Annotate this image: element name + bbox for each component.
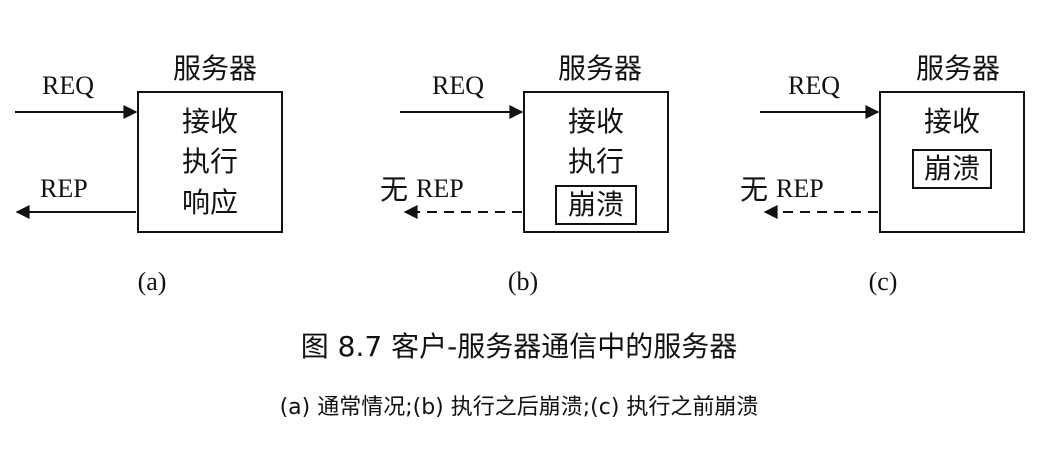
panel-tag: (c) — [869, 267, 898, 296]
panel-a: 服务器 REQ 接收 执行 响应 REP (a) — [15, 52, 283, 296]
server-box — [523, 91, 669, 233]
req-label: REQ — [788, 71, 840, 100]
crash-frame — [912, 149, 992, 189]
panel-b: 服务器 REQ 接收 执行 崩溃 无 REP (b) — [380, 52, 669, 296]
rep-label: REP — [776, 174, 824, 203]
req-label: REQ — [42, 71, 94, 100]
rep-label: REP — [416, 174, 464, 203]
req-label: REQ — [432, 71, 484, 100]
server-title: 服务器 — [558, 52, 642, 85]
server-box — [879, 91, 1025, 233]
server-box — [137, 91, 283, 233]
step-respond: 响应 — [182, 186, 238, 219]
step-receive: 接收 — [182, 105, 238, 138]
no-reply-prefix: 无 — [380, 173, 408, 206]
step-execute: 执行 — [182, 145, 238, 178]
rep-label: REP — [40, 174, 88, 203]
step-crash: 崩溃 — [924, 152, 980, 185]
server-title: 服务器 — [916, 52, 1000, 85]
figure-caption-subtitle: (a) 通常情况;(b) 执行之后崩溃;(c) 执行之前崩溃 — [280, 395, 759, 420]
no-reply-prefix: 无 — [740, 173, 768, 206]
step-crash: 崩溃 — [568, 188, 624, 221]
figure-caption-title: 图 8.7 客户-服务器通信中的服务器 — [301, 330, 737, 363]
panel-c: 服务器 REQ 接收 崩溃 无 REP (c) — [740, 52, 1025, 296]
panel-tag: (a) — [138, 267, 167, 296]
step-execute: 执行 — [568, 145, 624, 178]
server-title: 服务器 — [173, 52, 257, 85]
crash-frame — [555, 185, 637, 225]
step-receive: 接收 — [924, 105, 980, 138]
step-receive: 接收 — [568, 105, 624, 138]
panel-tag: (b) — [508, 267, 538, 296]
